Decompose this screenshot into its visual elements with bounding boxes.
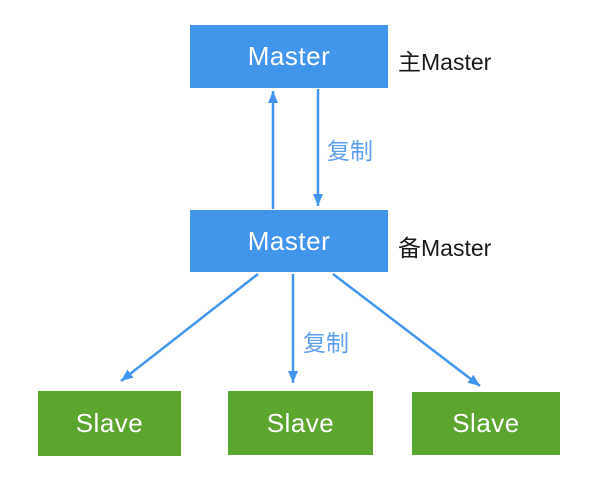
edge-label-replication-top: 复制	[327, 138, 373, 164]
arrow-standby-to-slave-3	[332, 273, 481, 387]
node-slave-3: Slave	[412, 392, 560, 455]
node-master-standby: Master	[190, 210, 388, 272]
arrow-standby-to-slave-1	[120, 273, 259, 382]
annotation-master-standby: 备Master	[398, 235, 492, 261]
node-slave-2: Slave	[228, 391, 373, 455]
node-slave-1: Slave	[38, 391, 181, 456]
annotation-master-primary: 主Master	[398, 49, 492, 75]
node-master-primary: Master	[190, 25, 388, 88]
edge-label-replication-bottom: 复制	[303, 330, 349, 356]
